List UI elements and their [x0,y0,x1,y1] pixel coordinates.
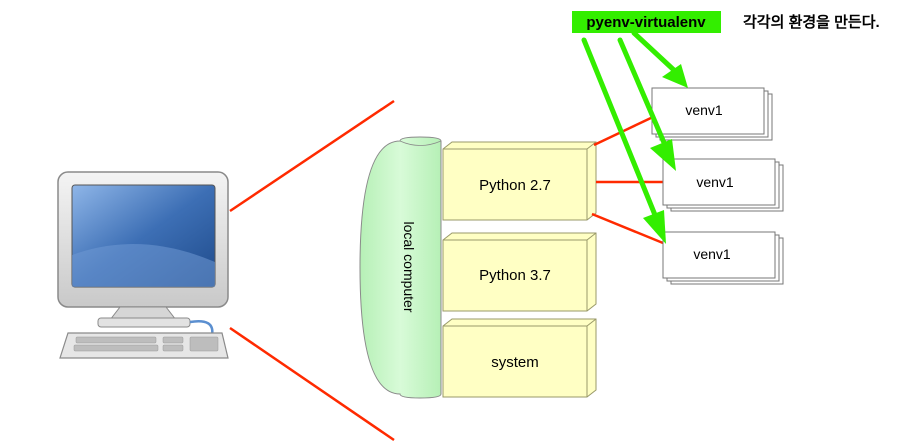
red-connector-line [229,326,395,442]
venv-label: venv1 [696,174,734,190]
green-arrow [617,37,676,171]
green-arrow [631,30,688,88]
python-box: Python 2.7 [442,141,597,221]
green-arrow [581,37,666,244]
red-connector-line [229,99,395,213]
system-box: system [442,318,597,398]
venv-label: venv1 [693,246,731,262]
local-computer-cylinder: local computer [359,136,442,399]
caption: 각각의 환경을 만든다. [743,13,880,31]
cylinder-label: local computer [401,221,417,312]
venv-label: venv1 [685,102,723,118]
box-label: Python 3.7 [479,267,551,284]
box-label: system [491,354,539,371]
tool-label-text: pyenv-virtualenv [586,14,706,31]
venv-stack: venv1 [662,158,784,212]
python-box: Python 3.7 [442,232,597,312]
box-label: Python 2.7 [479,177,551,194]
tool-label: pyenv-virtualenv [572,11,721,33]
venv-stack: venv1 [651,87,773,141]
desktop-computer-icon [57,171,229,359]
venv-stack: venv1 [662,231,784,285]
red-connector-line [591,212,664,245]
